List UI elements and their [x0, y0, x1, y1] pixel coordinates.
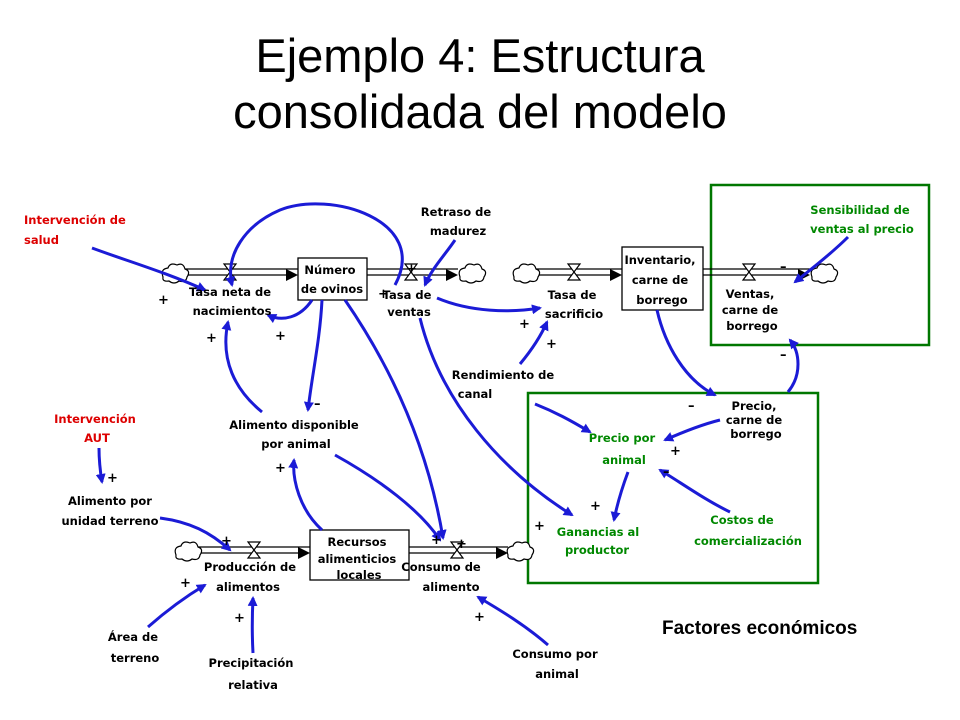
sink-cloud-sales [458, 263, 487, 284]
label-costos: Costos de comercialización [694, 513, 802, 548]
birth-flow-pipe [182, 268, 298, 281]
sign-plus: + [275, 329, 286, 344]
link-costos-to-precio-animal [658, 468, 731, 514]
sign-plus: + [431, 533, 442, 548]
title-line-2: consolidada del modelo [233, 85, 727, 138]
label-ventas-carne: Ventas, carne de borrego [722, 287, 782, 333]
valve-meat-sales [741, 263, 757, 281]
link-precipitacion-to-produccion [247, 596, 258, 654]
label-alimento-unidad: Alimento por unidad terreno [61, 494, 158, 528]
sign-minus: – [314, 397, 321, 412]
label-tasa-sacrificio: Tasa de sacrificio [545, 288, 603, 321]
sink-cloud-consumption [506, 541, 535, 562]
label-precipitacion: Precipitación relativa [209, 656, 298, 692]
link-precio-to-ventas-loop [786, 338, 800, 393]
source-cloud-births [161, 263, 190, 284]
stock-box-inventario [621, 246, 704, 311]
link-inventario-to-precio [655, 309, 717, 397]
link-alimento-disponible-to-consumo [334, 453, 442, 542]
stock-box-ovinos [297, 257, 368, 301]
sign-plus: + [221, 534, 232, 549]
label-inventario: Inventario, carne de borrego [624, 253, 699, 307]
link-tasa-ventas-to-ganancias [418, 317, 574, 517]
sign-plus: + [206, 331, 217, 346]
sign-plus: + [456, 537, 467, 552]
link-alimento-disponible-to-nacimientos [221, 320, 263, 414]
link-ovinos-to-nacimientos [266, 299, 314, 324]
sign-plus: + [519, 317, 530, 332]
sign-plus: + [378, 287, 389, 302]
label-numero-ovinos: Número de ovinos [301, 263, 363, 296]
sign-plus: + [275, 461, 286, 476]
sign-minus: – [688, 399, 695, 414]
link-ventas-to-sacrificio [436, 296, 542, 315]
source-cloud-slaughter [512, 263, 541, 284]
label-consumo-animal: Consumo por animal [512, 647, 601, 681]
polarity-signs: + + + + + – + + – – – + – + + + + + + + … [107, 260, 787, 626]
valve-sales [403, 263, 419, 281]
sign-plus: + [546, 337, 557, 352]
sign-plus: + [158, 293, 169, 308]
economic-factors-box [526, 391, 820, 585]
valve-production [246, 541, 262, 559]
link-rendimiento-to-precio-animal [534, 402, 592, 434]
meat-sales-flow-pipe [703, 268, 810, 281]
label-sensibilidad: Sensibilidad de ventas al precio [810, 203, 914, 236]
sensitivity-group-box [709, 183, 931, 347]
link-consumo-animal-to-consumo [476, 595, 549, 647]
sign-plus: + [406, 262, 417, 277]
stock-box-recursos [309, 529, 410, 581]
label-alimento-disponible: Alimento disponible por animal [229, 418, 362, 451]
source-cloud-production [174, 541, 203, 562]
label-precio-animal: Precio por animal [589, 431, 659, 467]
title-line-1: Ejemplo 4: Estructura [255, 29, 705, 82]
sign-minus: – [780, 260, 787, 275]
label-precio-carne: Precio, carne de borrego [726, 399, 786, 441]
link-retraso-to-ventas [423, 239, 457, 287]
sign-minus: – [663, 465, 670, 480]
label-recursos: Recursos alimenticios locales [318, 535, 401, 582]
slide-title: Ejemplo 4: Estructura consolidada del mo… [0, 28, 960, 140]
label-rendimiento: Rendimiento de canal [452, 368, 558, 401]
sign-plus: + [670, 444, 681, 459]
sign-plus: + [474, 610, 485, 625]
valve-consumption [449, 541, 465, 559]
valve-slaughter [566, 263, 582, 281]
link-aut-to-alimento-unidad [95, 447, 106, 484]
sign-plus: + [180, 576, 191, 591]
sign-plus: + [107, 471, 118, 486]
sign-minus: – [780, 348, 787, 363]
link-sensibilidad-to-ventas [793, 235, 850, 284]
label-intervencion-aut: Intervención AUT [54, 412, 140, 445]
link-precio-animal-to-ganancias [610, 471, 630, 522]
link-area-to-produccion [147, 583, 207, 629]
link-ovinos-to-nacimientos-loop [225, 202, 404, 287]
link-ovinos-to-consumo [343, 299, 447, 540]
label-tasa-nacimientos: Tasa neta de nacimientos [189, 285, 275, 318]
label-tasa-ventas: Tasa de ventas [383, 288, 436, 319]
sink-cloud-meat-sales [810, 263, 839, 284]
economic-factors-label: Factores económicos [662, 618, 858, 639]
sign-plus: + [534, 519, 545, 534]
link-precio-carne-to-precio-animal [663, 418, 721, 442]
label-ganancias: Ganancias al productor [557, 525, 643, 557]
link-recursos-to-alimento-disponible [288, 458, 324, 532]
label-retraso-madurez: Retraso de madurez [421, 205, 495, 238]
link-rendimiento-to-sacrificio [518, 320, 549, 365]
label-produccion: Producción de alimentos [204, 560, 300, 594]
link-alimento-unidad-to-produccion [159, 516, 232, 552]
label-intervencion-salud: Intervención de salud [24, 213, 130, 247]
label-consumo-alimento: Consumo de alimento [401, 560, 485, 594]
link-salud-to-nacimientos [91, 246, 207, 292]
label-area-terreno: Área de terreno [108, 629, 162, 665]
sign-plus: + [234, 611, 245, 626]
link-ovinos-to-alimento-disponible [303, 299, 324, 412]
sign-plus: + [590, 499, 601, 514]
